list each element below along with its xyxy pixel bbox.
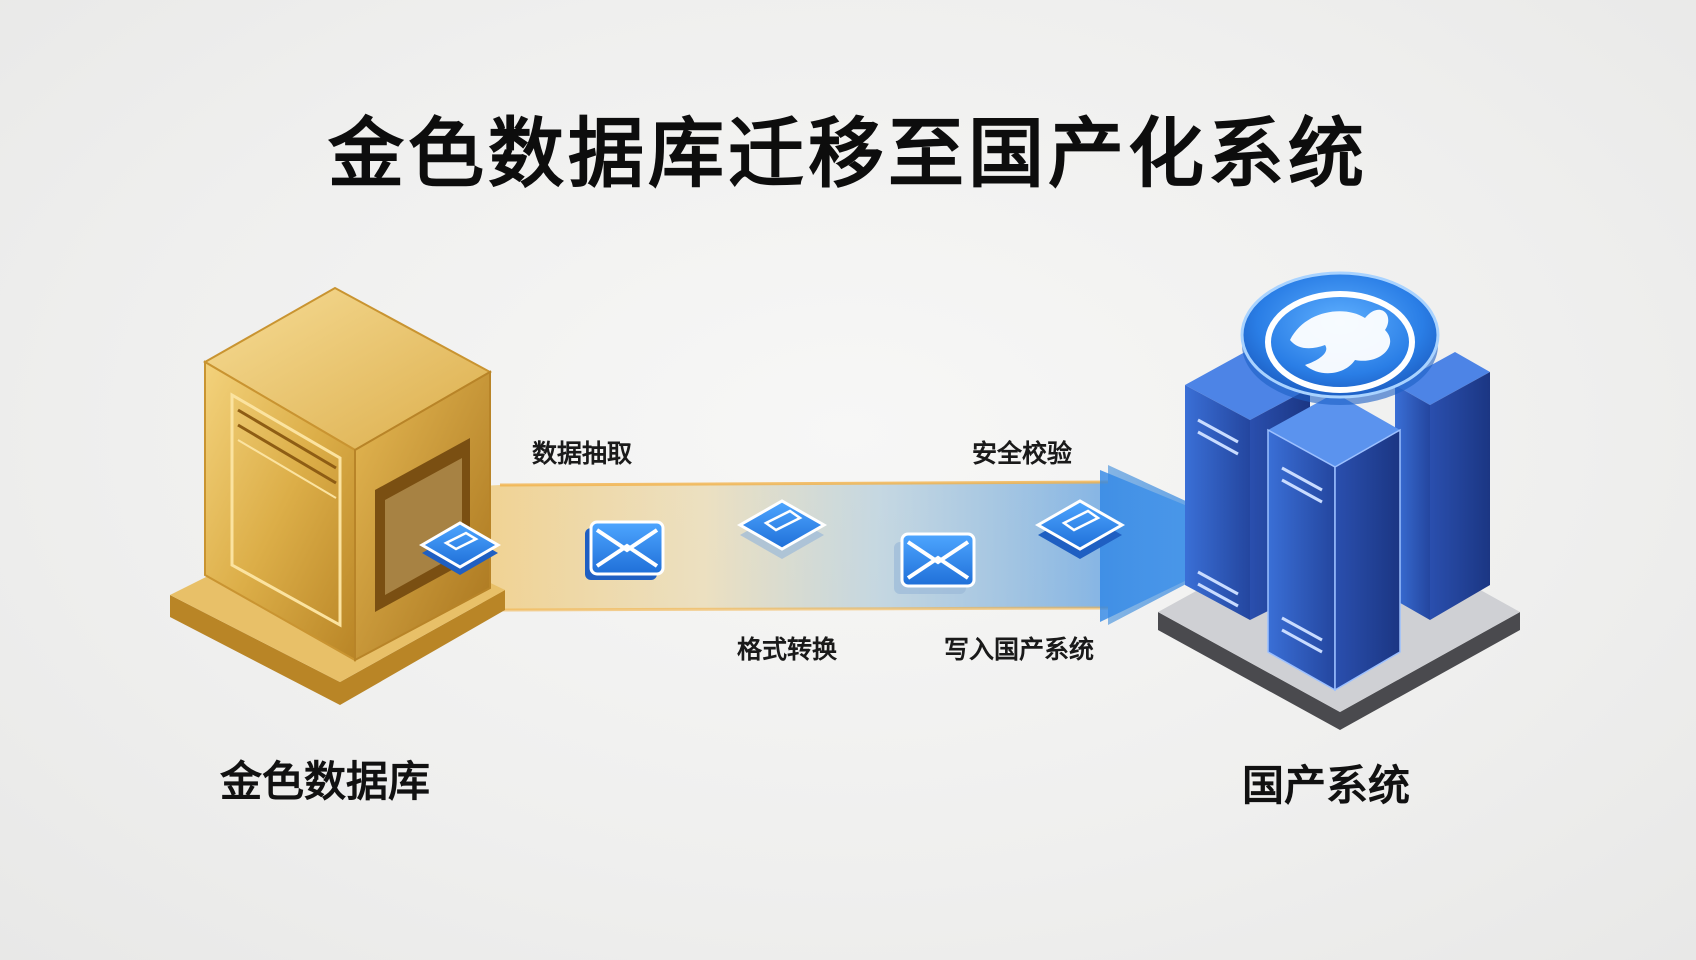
dragon-emblem-icon [1240, 271, 1440, 405]
gold-database-icon [170, 286, 505, 705]
migration-flow-arrow [400, 465, 1270, 625]
target-system-label: 国产系统 [1242, 761, 1411, 810]
envelope-icon [585, 520, 665, 580]
step-write-label: 写入国产系统 [944, 635, 1095, 664]
source-database-label: 金色数据库 [220, 757, 431, 806]
document-icon [736, 499, 828, 559]
document-icon [1034, 499, 1126, 559]
domestic-server-cluster-icon [1158, 271, 1520, 730]
document-icon [419, 521, 501, 575]
step-extract-label: 数据抽取 [532, 439, 633, 468]
envelope-icon [894, 532, 976, 594]
step-convert-label: 格式转换 [737, 635, 838, 664]
page-title: 金色数据库迁移至国产化系统 [328, 109, 1368, 198]
step-verify-label: 安全校验 [972, 439, 1073, 468]
